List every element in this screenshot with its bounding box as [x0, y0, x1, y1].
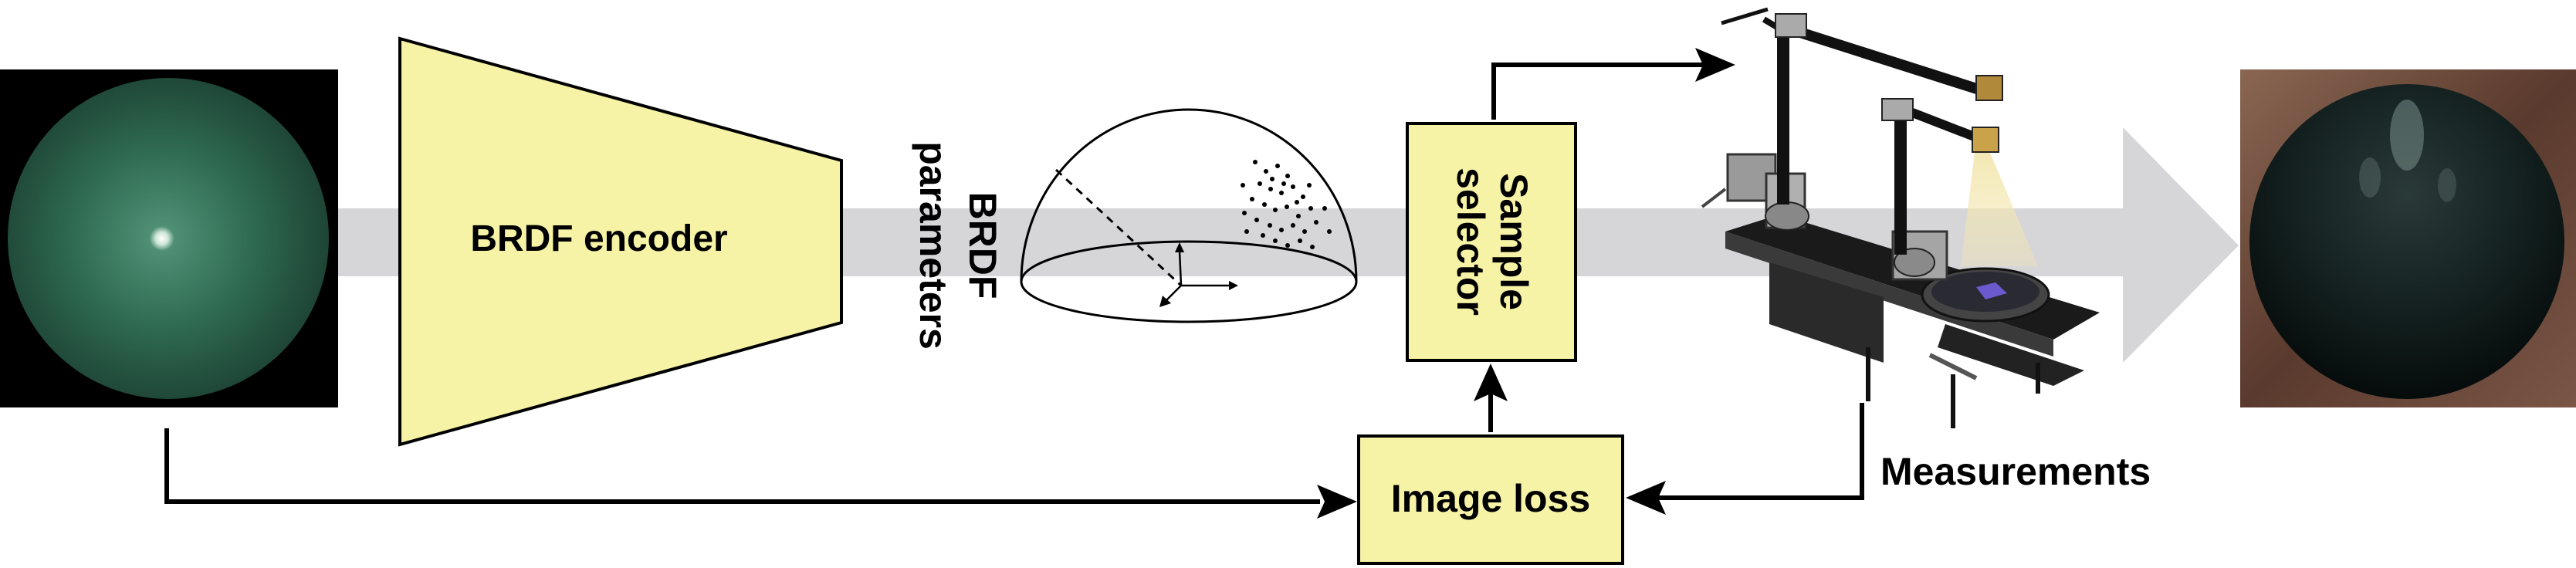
arrow-selector-to-device	[1491, 63, 1706, 120]
brdf-parameters-label: BRDF parameters	[912, 141, 1004, 350]
gonioreflectometer-icon	[1701, 7, 2100, 428]
arrowhead-right-device	[1695, 48, 1735, 82]
image-loss-block: Image loss	[1357, 434, 1624, 565]
connector-arrows	[164, 63, 1864, 504]
sampling-hemisphere-icon	[1020, 108, 1358, 323]
arrowhead-right-loss	[1317, 485, 1357, 519]
output-sphere-image	[2240, 69, 2576, 407]
sample-selector-block: Sample selector	[1406, 122, 1577, 362]
arrow-measurements-to-loss	[1658, 403, 1864, 500]
arrowhead-up-selector	[1474, 363, 1508, 401]
brdf-encoder-label: BRDF encoder	[470, 218, 727, 259]
selector-label-line2: selector	[1449, 167, 1492, 316]
sample-points	[1241, 160, 1332, 249]
arrow-heads	[1317, 48, 1735, 519]
arrow-input-to-loss	[164, 428, 1320, 504]
arrowhead-left-loss	[1626, 481, 1666, 515]
selector-label-line1: Sample	[1492, 173, 1535, 310]
brdf-encoder-block: BRDF encoder	[398, 36, 843, 447]
input-sphere-image	[0, 69, 338, 407]
measurements-label: Measurements	[1880, 450, 2151, 493]
params-label-line1: BRDF	[961, 192, 1004, 299]
image-loss-label: Image loss	[1391, 477, 1590, 520]
params-label-line2: parameters	[912, 141, 955, 350]
